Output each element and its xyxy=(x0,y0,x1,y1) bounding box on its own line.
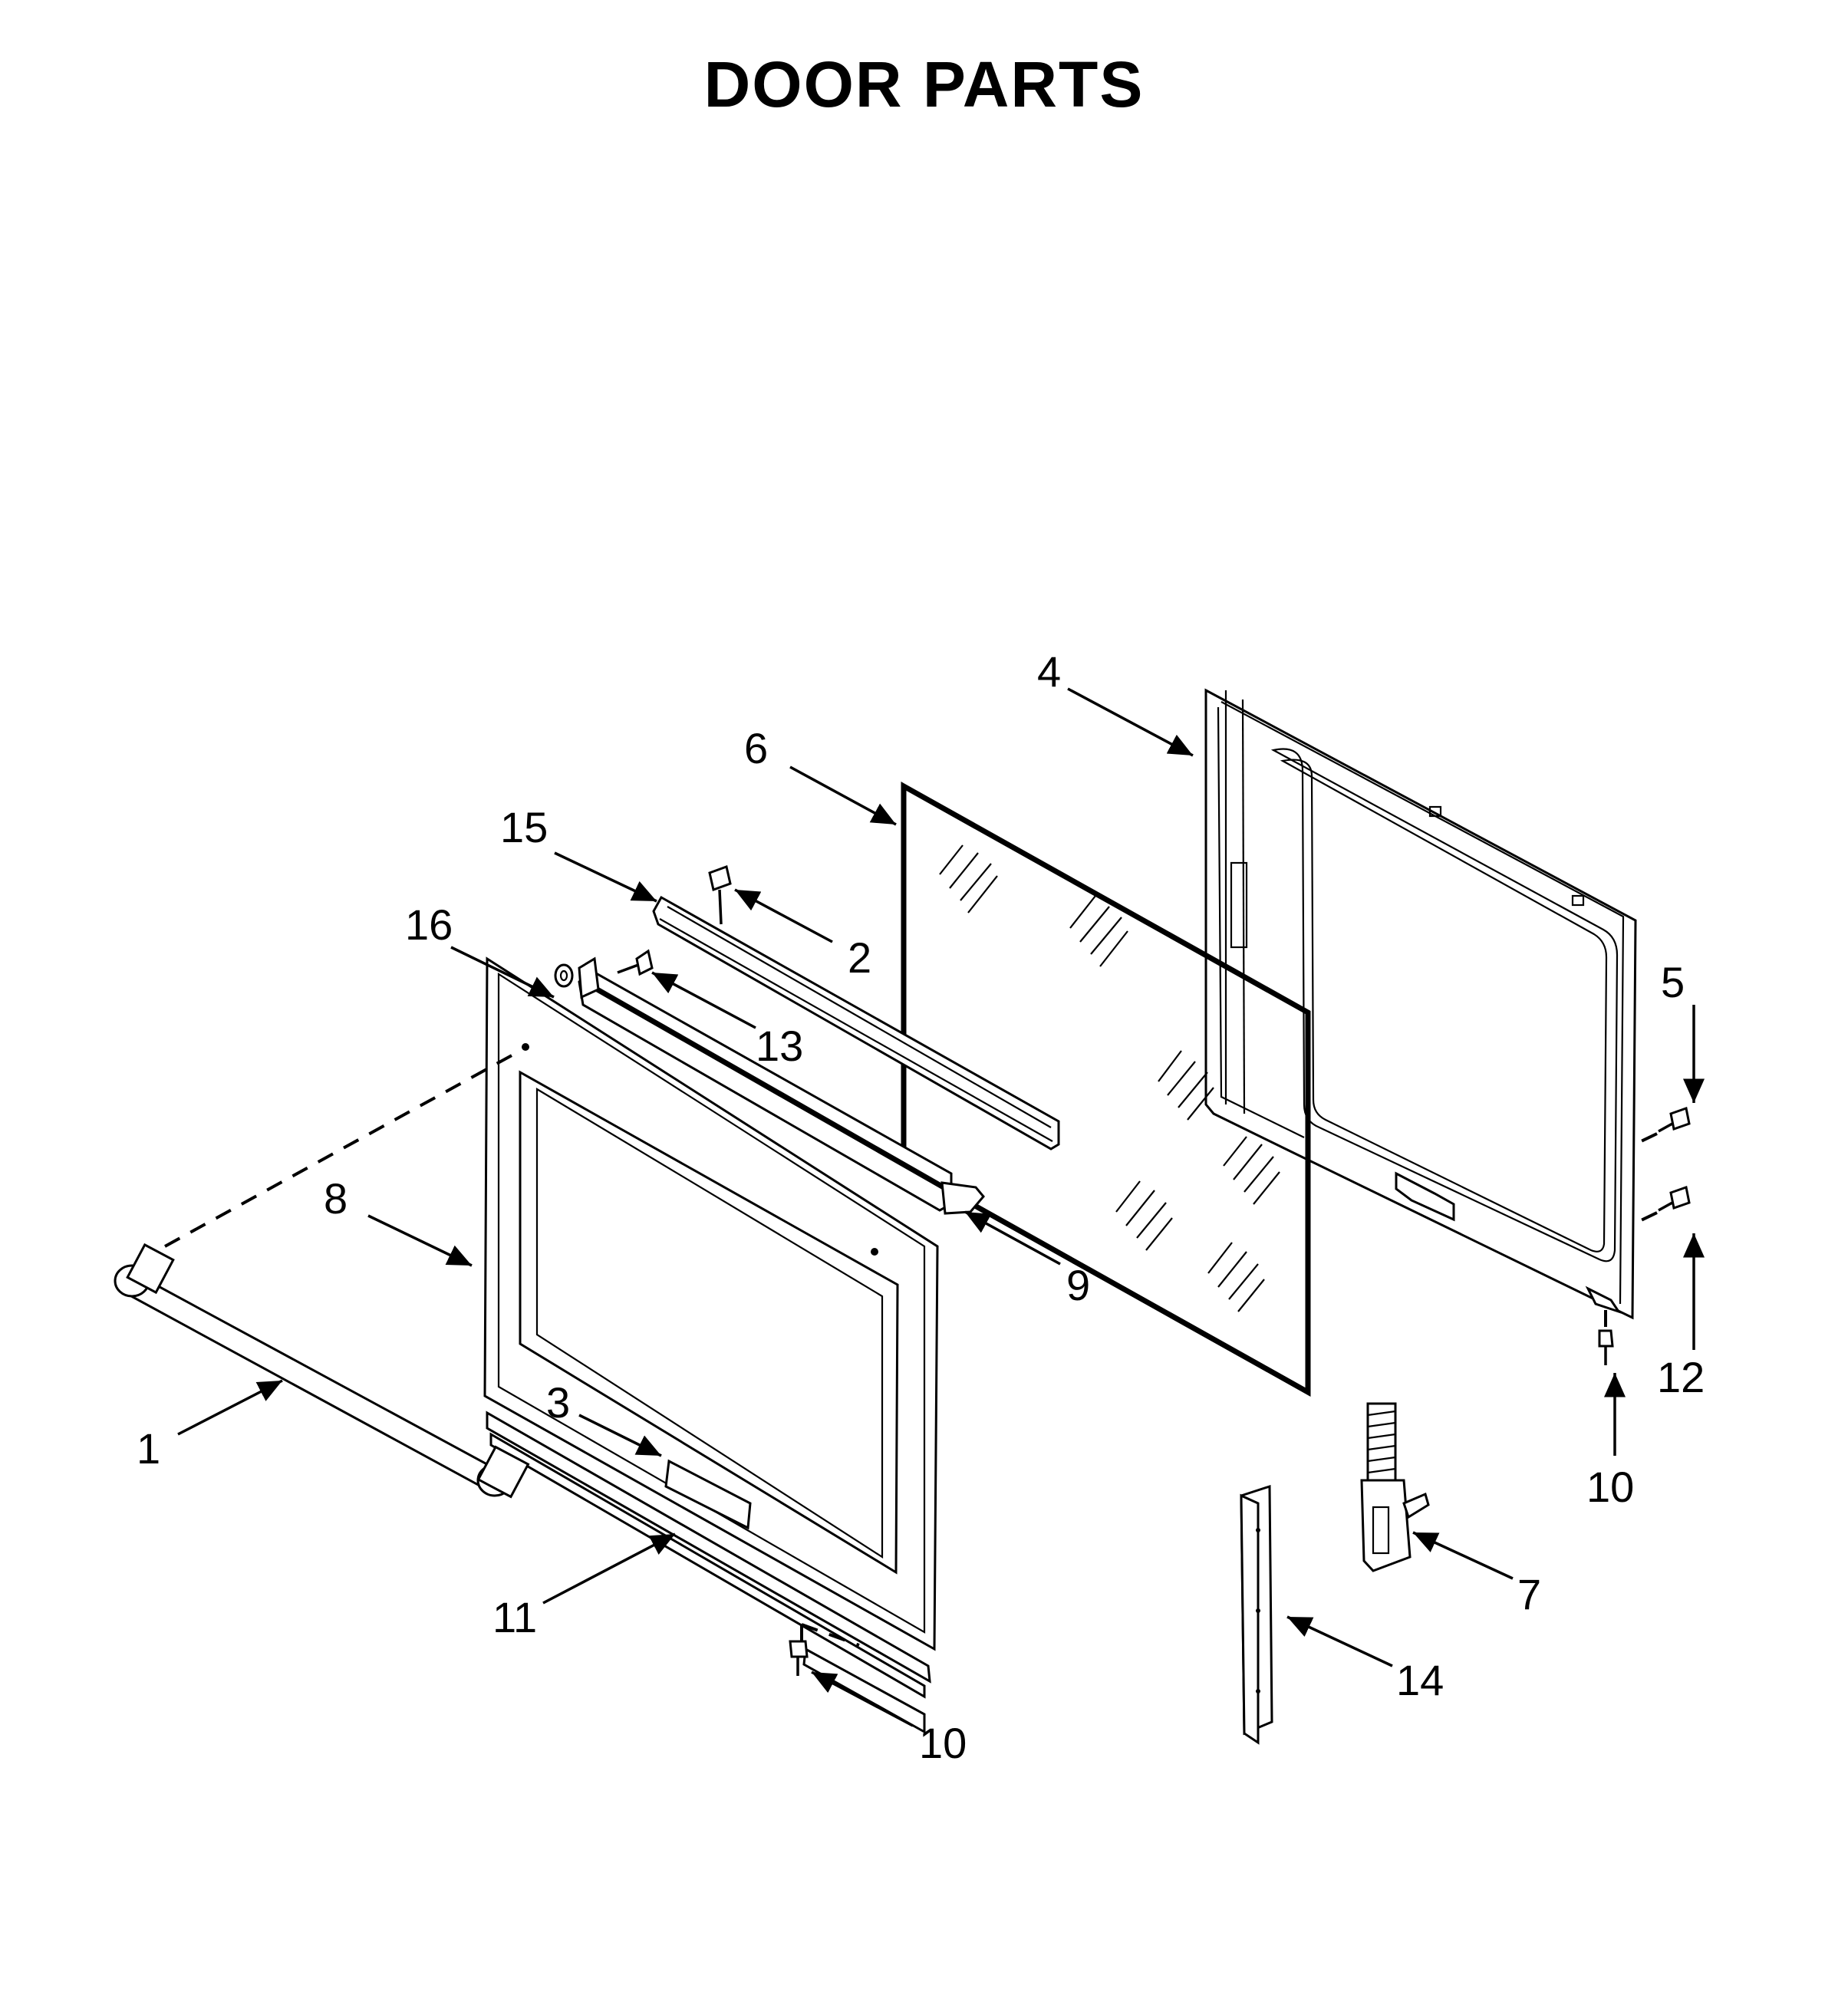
callout-2: 2 xyxy=(848,933,871,982)
callout-3: 3 xyxy=(546,1378,570,1427)
leader-8 xyxy=(367,1214,473,1267)
callout-10-right: 10 xyxy=(1586,1463,1634,1511)
screw-part-10-right xyxy=(1598,1304,1614,1365)
callout-6: 6 xyxy=(744,724,768,772)
top-trim xyxy=(652,895,1060,1150)
leader-16 xyxy=(450,946,555,999)
callout-1: 1 xyxy=(137,1424,160,1473)
callout-12: 12 xyxy=(1657,1353,1705,1401)
callout-8: 8 xyxy=(324,1174,348,1223)
leader-14 xyxy=(1286,1615,1393,1667)
callout-labels: 4 6 15 2 16 13 5 8 9 12 10 1 3 11 7 14 1… xyxy=(137,647,1705,1767)
door-hinge xyxy=(1360,1402,1430,1572)
callout-5: 5 xyxy=(1661,958,1685,1006)
callout-4: 4 xyxy=(1037,647,1061,696)
leader-10-bottom xyxy=(811,1671,914,1727)
callout-15: 15 xyxy=(500,803,548,851)
diagram-title: DOOR PARTS xyxy=(703,48,1145,120)
leader-15 xyxy=(554,851,657,903)
leader-7 xyxy=(1412,1531,1514,1580)
screw-part-2 xyxy=(708,865,732,925)
vent-channel xyxy=(578,956,985,1215)
leader-lines xyxy=(177,687,1705,1727)
leader-3 xyxy=(578,1414,662,1457)
leader-4 xyxy=(1067,687,1194,757)
screw-part-10-bottom xyxy=(789,1640,809,1676)
screw-part-13 xyxy=(617,949,654,976)
outer-door-panel xyxy=(483,956,939,1651)
leader-1 xyxy=(177,1379,283,1436)
callout-9: 9 xyxy=(1066,1261,1090,1309)
washer-part-16 xyxy=(554,963,574,988)
leader-13 xyxy=(651,971,756,1029)
door-badge xyxy=(664,1459,752,1530)
callout-10-bottom: 10 xyxy=(919,1719,967,1767)
callout-7: 7 xyxy=(1517,1570,1541,1618)
screw-part-5 xyxy=(1637,1107,1691,1144)
side-trim xyxy=(1240,1484,1273,1745)
bottom-vent-strip xyxy=(800,1623,926,1734)
leader-6 xyxy=(789,765,897,826)
callout-16: 16 xyxy=(405,900,453,949)
leader-9 xyxy=(964,1210,1061,1266)
leader-11 xyxy=(542,1532,676,1605)
door-liner-frame xyxy=(1204,688,1637,1320)
callout-11: 11 xyxy=(492,1593,537,1641)
callout-14: 14 xyxy=(1396,1656,1444,1704)
callout-13: 13 xyxy=(756,1022,803,1070)
screw-part-12 xyxy=(1637,1186,1691,1223)
door-handle xyxy=(114,1049,530,1499)
leader-2 xyxy=(734,888,833,943)
